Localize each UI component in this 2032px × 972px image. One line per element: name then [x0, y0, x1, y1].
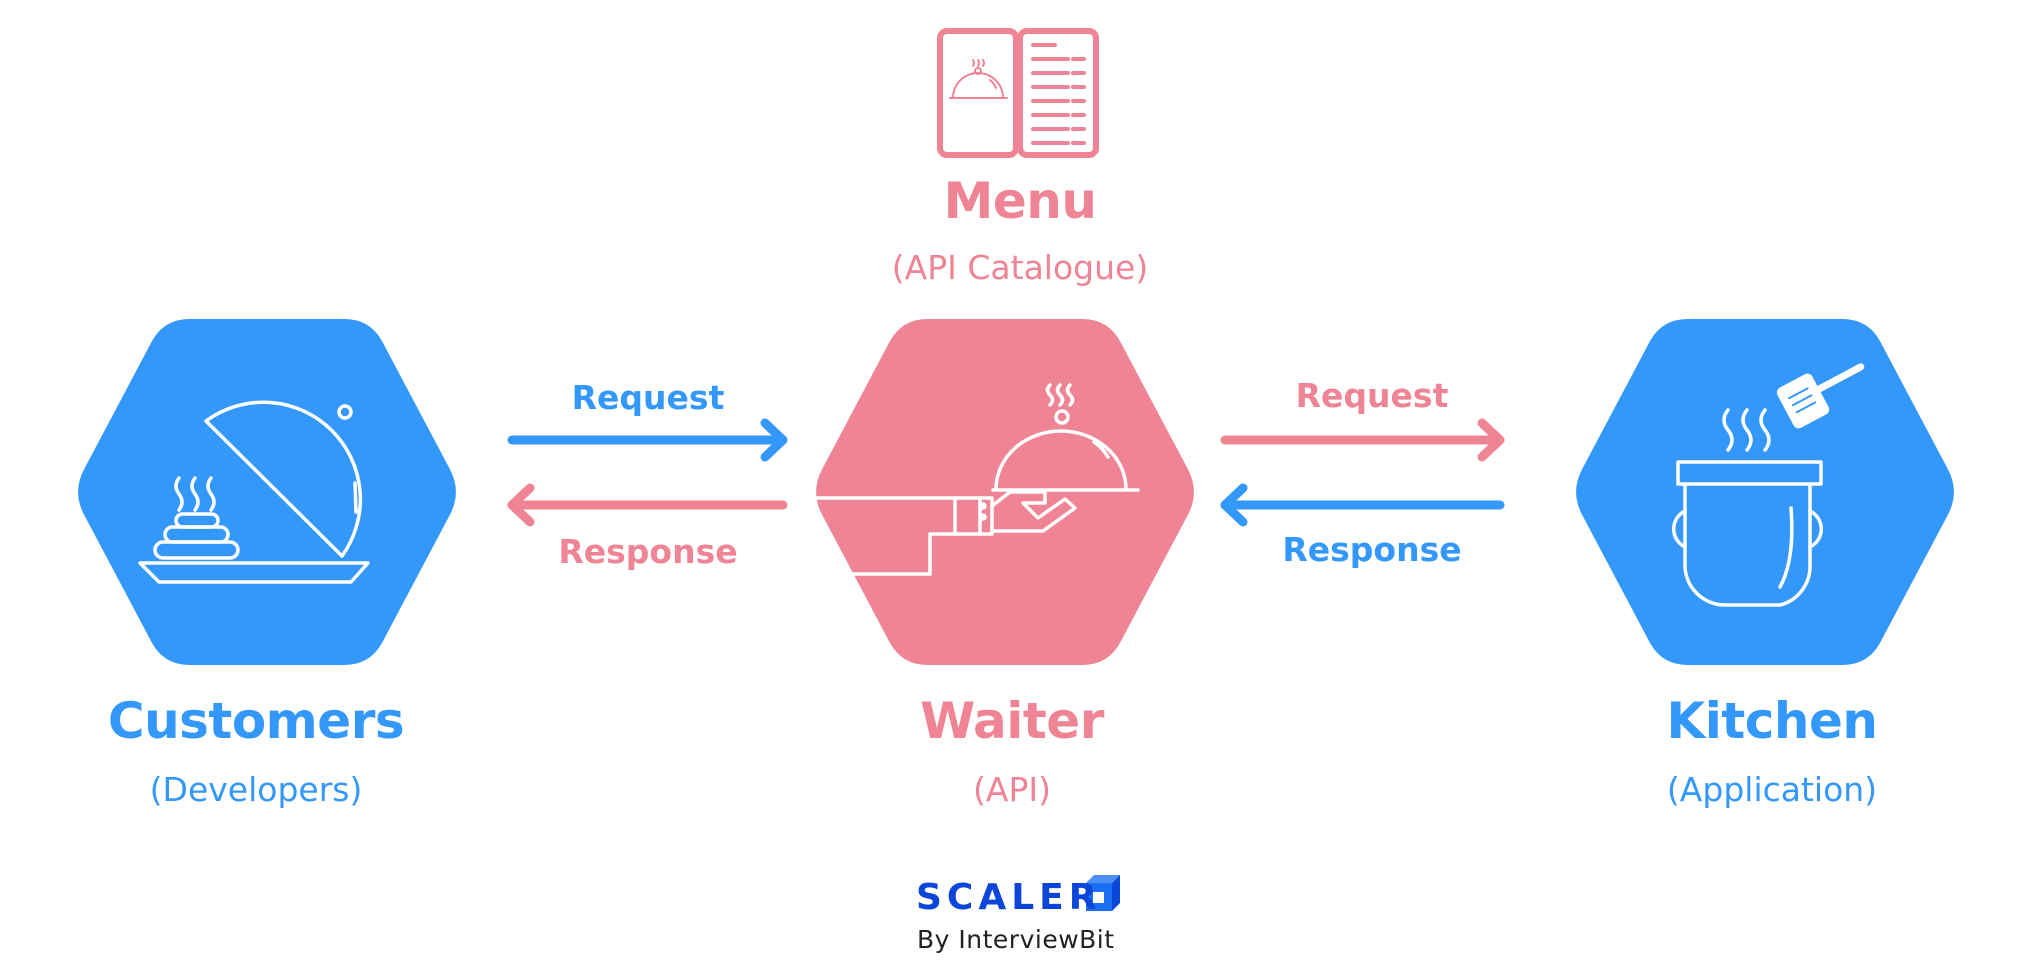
- menu-book-icon: [937, 28, 1099, 158]
- menu-title: Menu: [943, 172, 1097, 230]
- menu-left-page: [937, 28, 1019, 158]
- arrow-head-icon: [1477, 418, 1505, 462]
- hexagon-kitchen: [1576, 319, 1954, 665]
- node-waiter: [810, 319, 1194, 665]
- arrow-head-icon: [760, 418, 788, 462]
- right-request-arrow: [1220, 418, 1505, 462]
- hexagon-customers: [78, 319, 456, 665]
- node-subtitle-waiter: (API): [973, 770, 1051, 809]
- left-response-label: Response: [558, 532, 738, 571]
- scaler-cube-logo-icon: [1086, 875, 1120, 911]
- left-request-arrow: [507, 418, 788, 462]
- node-title-customers: Customers: [107, 692, 405, 750]
- node-subtitle-customers: (Developers): [149, 770, 363, 809]
- arrow-head-icon: [507, 483, 535, 527]
- node-customers: [78, 319, 456, 665]
- served-dish-icon: [138, 400, 370, 584]
- menu-right-page: [1017, 28, 1099, 158]
- arrow-head-icon: [1220, 483, 1248, 527]
- right-response-arrow: [1220, 483, 1505, 527]
- brand-byline: By InterviewBit: [917, 925, 1115, 954]
- right-response-label: Response: [1282, 530, 1462, 569]
- left-response-arrow: [507, 483, 788, 527]
- node-title-kitchen: Kitchen: [1666, 692, 1878, 750]
- cooking-pot-icon: [1672, 363, 1865, 607]
- node-title-waiter: Waiter: [920, 692, 1104, 750]
- waiter-hand-cloche-icon: [810, 383, 1140, 576]
- node-subtitle-kitchen: (Application): [1666, 770, 1878, 809]
- menu-cloche-drawing: [949, 59, 1008, 99]
- left-request-label: Request: [571, 378, 725, 417]
- spatula-icon: [1776, 363, 1865, 429]
- brand-name: SCALER: [916, 877, 1102, 918]
- node-kitchen: [1576, 319, 1954, 665]
- menu-item-lines: [1031, 43, 1086, 145]
- right-request-label: Request: [1295, 376, 1449, 415]
- hexagon-waiter: [816, 319, 1194, 665]
- menu-subtitle: (API Catalogue): [891, 248, 1149, 287]
